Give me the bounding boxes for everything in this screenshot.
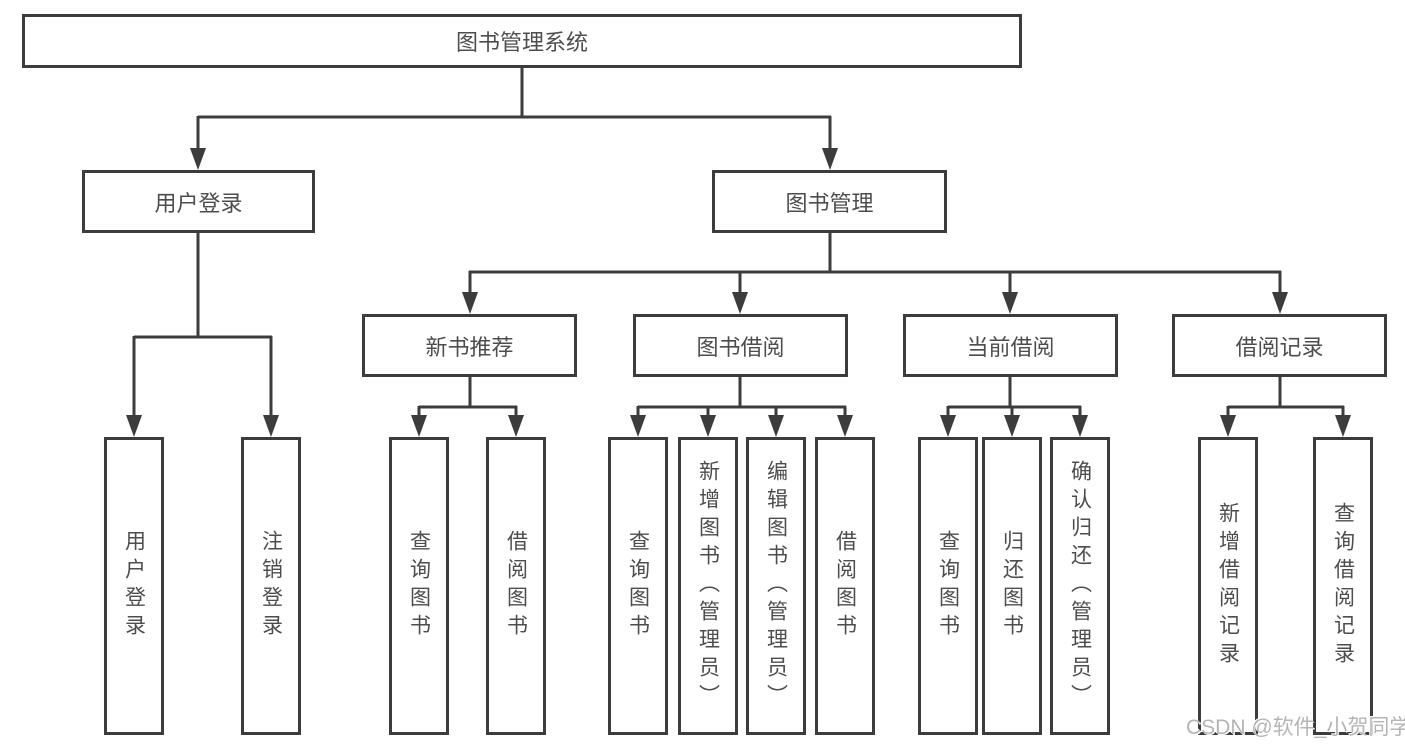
node-borrowing-records: 借阅记录 [1172, 314, 1387, 377]
node-book-borrowing: 图书借阅 [633, 314, 848, 377]
arrow-head-icon [837, 415, 853, 437]
arrow-head-icon [1220, 415, 1236, 437]
watermark-text: CSDN @软件_小贺同学 [1186, 716, 1405, 739]
node-confirm-return-admin: 确认归还（管理员） [1050, 437, 1110, 735]
arrow-head-icon [462, 292, 478, 314]
node-edit-books-admin: 编辑图书（管理员） [746, 437, 806, 735]
node-query-books-recommend: 查询图书 [389, 437, 449, 735]
node-borrow-books-borrowing: 借阅图书 [815, 437, 875, 735]
arrow-head-icon [1272, 292, 1288, 314]
node-current-borrowing: 当前借阅 [903, 314, 1118, 377]
arrow-head-icon [700, 415, 716, 437]
arrow-head-icon [263, 415, 279, 437]
node-query-books-current: 查询图书 [918, 437, 978, 735]
arrow-head-icon [190, 148, 206, 170]
arrow-head-icon [411, 415, 427, 437]
arrow-head-icon [732, 292, 748, 314]
node-root: 图书管理系统 [22, 14, 1022, 68]
arrow-head-icon [126, 415, 142, 437]
arrow-head-icon [940, 415, 956, 437]
node-return-books: 归还图书 [982, 437, 1042, 735]
node-new-book-recommend: 新书推荐 [362, 314, 577, 377]
node-logout: 注销登录 [241, 437, 301, 735]
arrow-head-icon [630, 415, 646, 437]
arrow-head-icon [1072, 415, 1088, 437]
node-query-borrowing-record: 查询借阅记录 [1313, 437, 1373, 735]
arrow-head-icon [1002, 292, 1018, 314]
node-add-borrowing-record: 新增借阅记录 [1198, 437, 1258, 735]
arrow-head-icon [768, 415, 784, 437]
arrow-head-icon [1004, 415, 1020, 437]
arrow-head-icon [1335, 415, 1351, 437]
arrow-head-icon [822, 148, 838, 170]
node-add-books-admin: 新增图书（管理员） [678, 437, 738, 735]
node-borrow-books-recommend: 借阅图书 [486, 437, 546, 735]
node-user-login-leaf: 用户登录 [104, 437, 164, 735]
node-query-books-borrowing: 查询图书 [608, 437, 668, 735]
node-user-login: 用户登录 [82, 170, 315, 233]
node-book-management: 图书管理 [712, 170, 947, 233]
arrow-head-icon [508, 415, 524, 437]
